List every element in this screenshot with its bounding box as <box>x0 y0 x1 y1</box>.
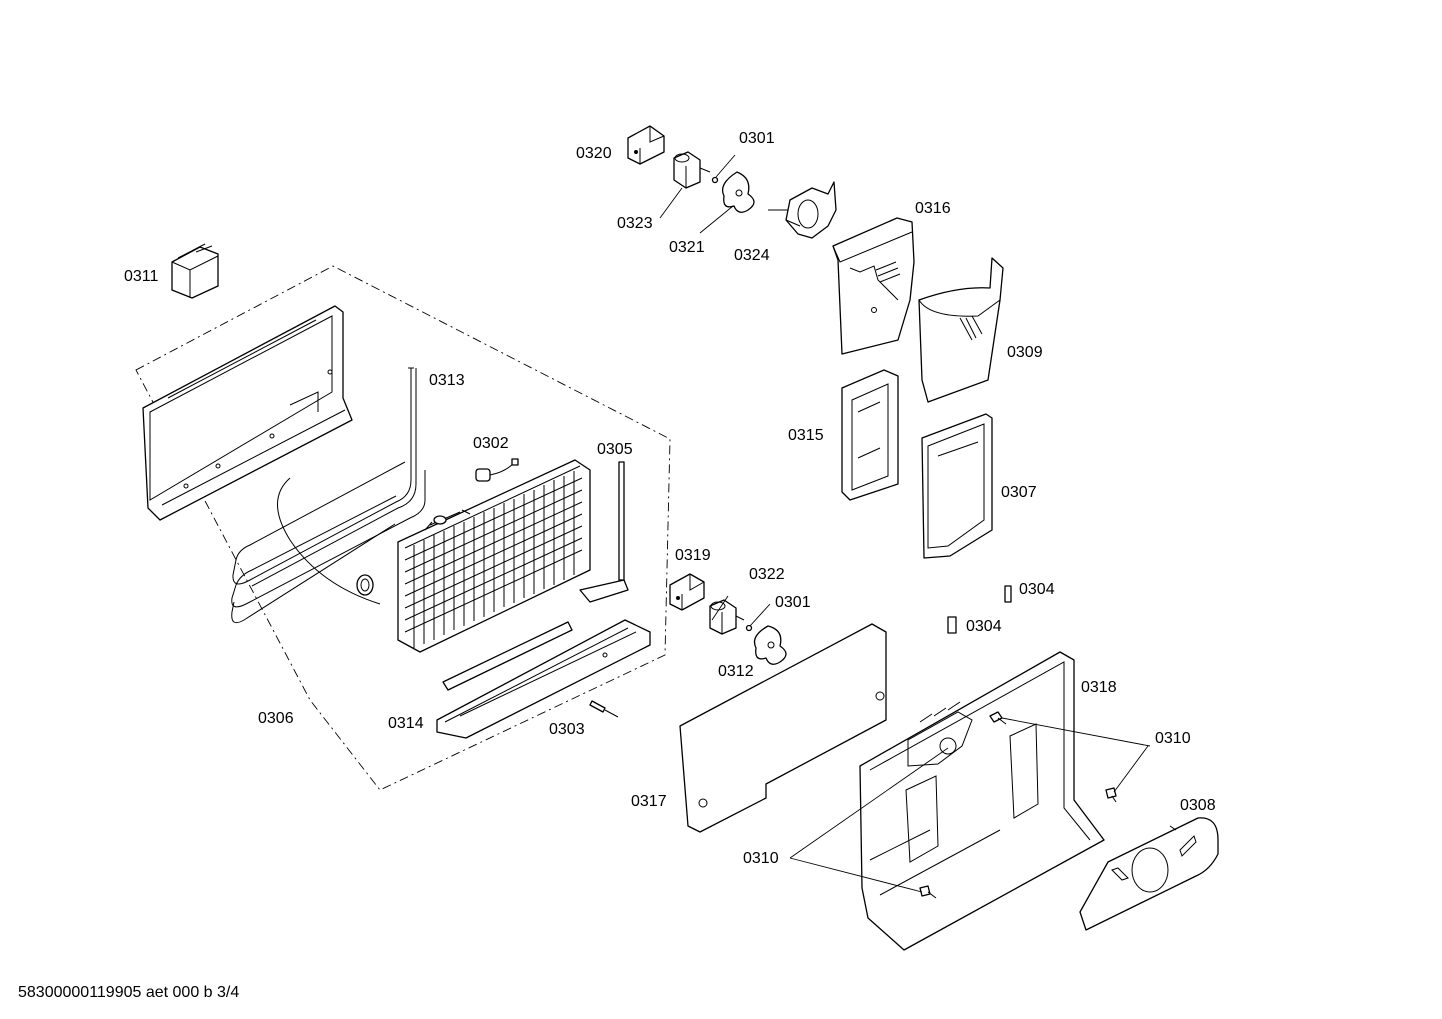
label-0307: 0307 <box>1001 484 1037 501</box>
part-0312[interactable] <box>753 625 787 665</box>
part-0315[interactable] <box>841 369 899 501</box>
label-0324: 0324 <box>734 247 770 264</box>
assembly-0306-outline <box>135 265 671 791</box>
part-back-plate[interactable] <box>142 305 353 521</box>
label-0316: 0316 <box>915 200 951 217</box>
part-0313[interactable] <box>231 367 426 624</box>
part-0314[interactable] <box>436 619 651 739</box>
label-0323: 0323 <box>617 215 653 232</box>
label-0310-b: 0310 <box>743 850 779 867</box>
part-0308[interactable] <box>1079 817 1219 931</box>
part-0310-screws[interactable] <box>919 711 1117 899</box>
part-0305[interactable] <box>579 461 629 603</box>
part-0303[interactable] <box>589 700 619 718</box>
part-0322[interactable] <box>709 599 745 635</box>
label-0312: 0312 <box>718 663 754 680</box>
label-0306: 0306 <box>258 710 294 727</box>
document-footer: 58300000119905 aet 000 b 3/4 <box>18 984 239 1001</box>
label-0302: 0302 <box>473 435 509 452</box>
label-0308: 0308 <box>1180 797 1216 814</box>
leader-lines <box>659 154 1151 893</box>
label-0304-a: 0304 <box>1019 581 1055 598</box>
label-0310-a: 0310 <box>1155 730 1191 747</box>
part-0301-top[interactable] <box>711 176 719 184</box>
label-0301-bottom: 0301 <box>775 594 811 611</box>
label-0303: 0303 <box>549 721 585 738</box>
part-0324[interactable] <box>768 181 837 239</box>
part-0309[interactable] <box>918 257 1004 403</box>
label-0301-top: 0301 <box>739 130 775 147</box>
label-0305: 0305 <box>597 441 633 458</box>
part-0304-b[interactable] <box>947 616 957 634</box>
part-0301-bottom[interactable] <box>745 624 753 632</box>
part-0323[interactable] <box>673 151 711 189</box>
part-0307[interactable] <box>921 413 993 559</box>
part-0302[interactable] <box>475 458 519 482</box>
label-0321: 0321 <box>669 239 705 256</box>
part-0317[interactable] <box>679 623 887 833</box>
label-0322: 0322 <box>749 566 785 583</box>
part-labels: 0320 0301 0323 0321 0324 0316 0311 0309 … <box>124 130 1216 867</box>
part-0320[interactable] <box>627 125 665 165</box>
label-0320: 0320 <box>576 145 612 162</box>
part-0311[interactable] <box>171 243 219 299</box>
label-0309: 0309 <box>1007 344 1043 361</box>
label-0315: 0315 <box>788 427 824 444</box>
label-0319: 0319 <box>675 547 711 564</box>
label-0318: 0318 <box>1081 679 1117 696</box>
part-0321[interactable] <box>721 171 755 213</box>
label-0304-b: 0304 <box>966 618 1002 635</box>
part-evaporator[interactable] <box>397 459 591 653</box>
label-0313: 0313 <box>429 372 465 389</box>
part-0316[interactable] <box>832 217 915 355</box>
part-0304-a[interactable] <box>1004 585 1012 603</box>
label-0314: 0314 <box>388 715 424 732</box>
part-0318[interactable] <box>859 651 1105 951</box>
label-0317: 0317 <box>631 793 667 810</box>
part-0319[interactable] <box>669 573 705 611</box>
label-0311: 0311 <box>124 268 159 285</box>
